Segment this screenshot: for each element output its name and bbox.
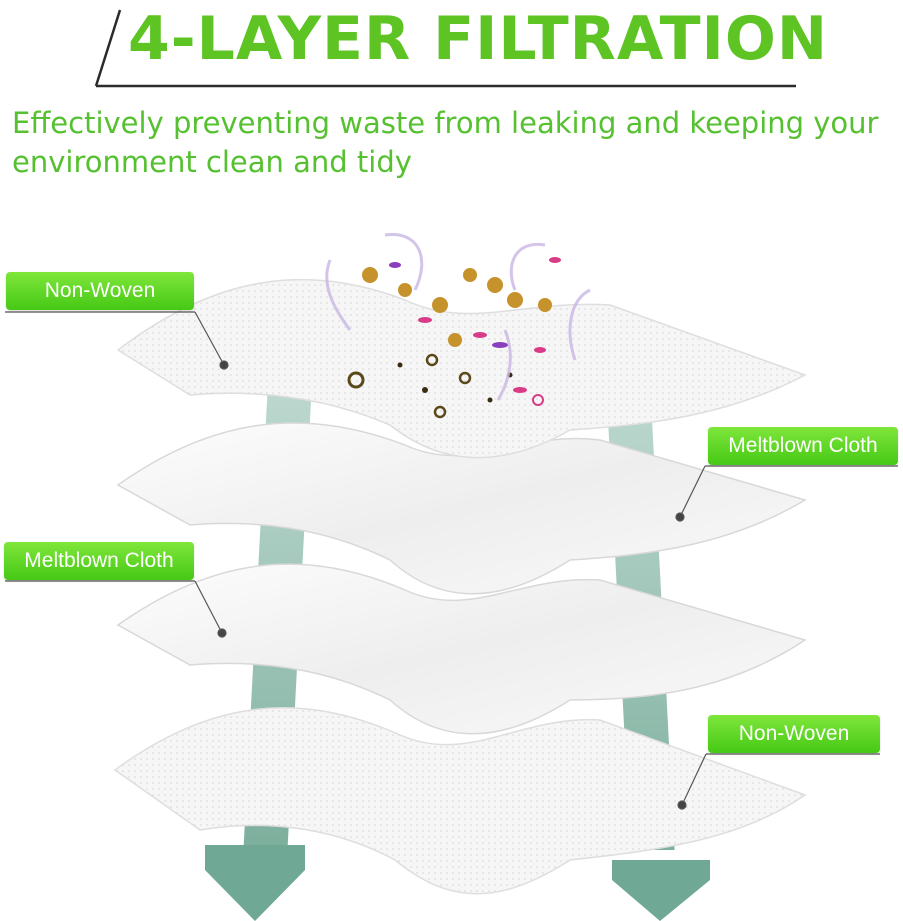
layer-label-non-woven-bottom: Non-Woven [708, 715, 880, 753]
layer-sheet-2 [116, 422, 807, 595]
layer-label-meltblown-left: Meltblown Cloth [4, 542, 194, 580]
leader-lines [5, 311, 898, 810]
layer-label-meltblown-right: Meltblown Cloth [708, 427, 898, 465]
layer-sheet-3 [116, 563, 807, 735]
layer-sheet-4 [113, 706, 807, 895]
layer-sheet-1 [116, 278, 807, 459]
particle-cluster-icon [347, 257, 561, 419]
page-title: 4-LAYER FILTRATION [128, 4, 829, 74]
down-arrow-icon [612, 860, 710, 921]
title-bar-shape [94, 9, 796, 88]
page-subtitle: Effectively preventing waste from leakin… [12, 106, 879, 179]
airflow-lines [325, 232, 591, 401]
down-arrow-icon [205, 845, 305, 921]
layer-label-non-woven-top: Non-Woven [6, 272, 194, 310]
